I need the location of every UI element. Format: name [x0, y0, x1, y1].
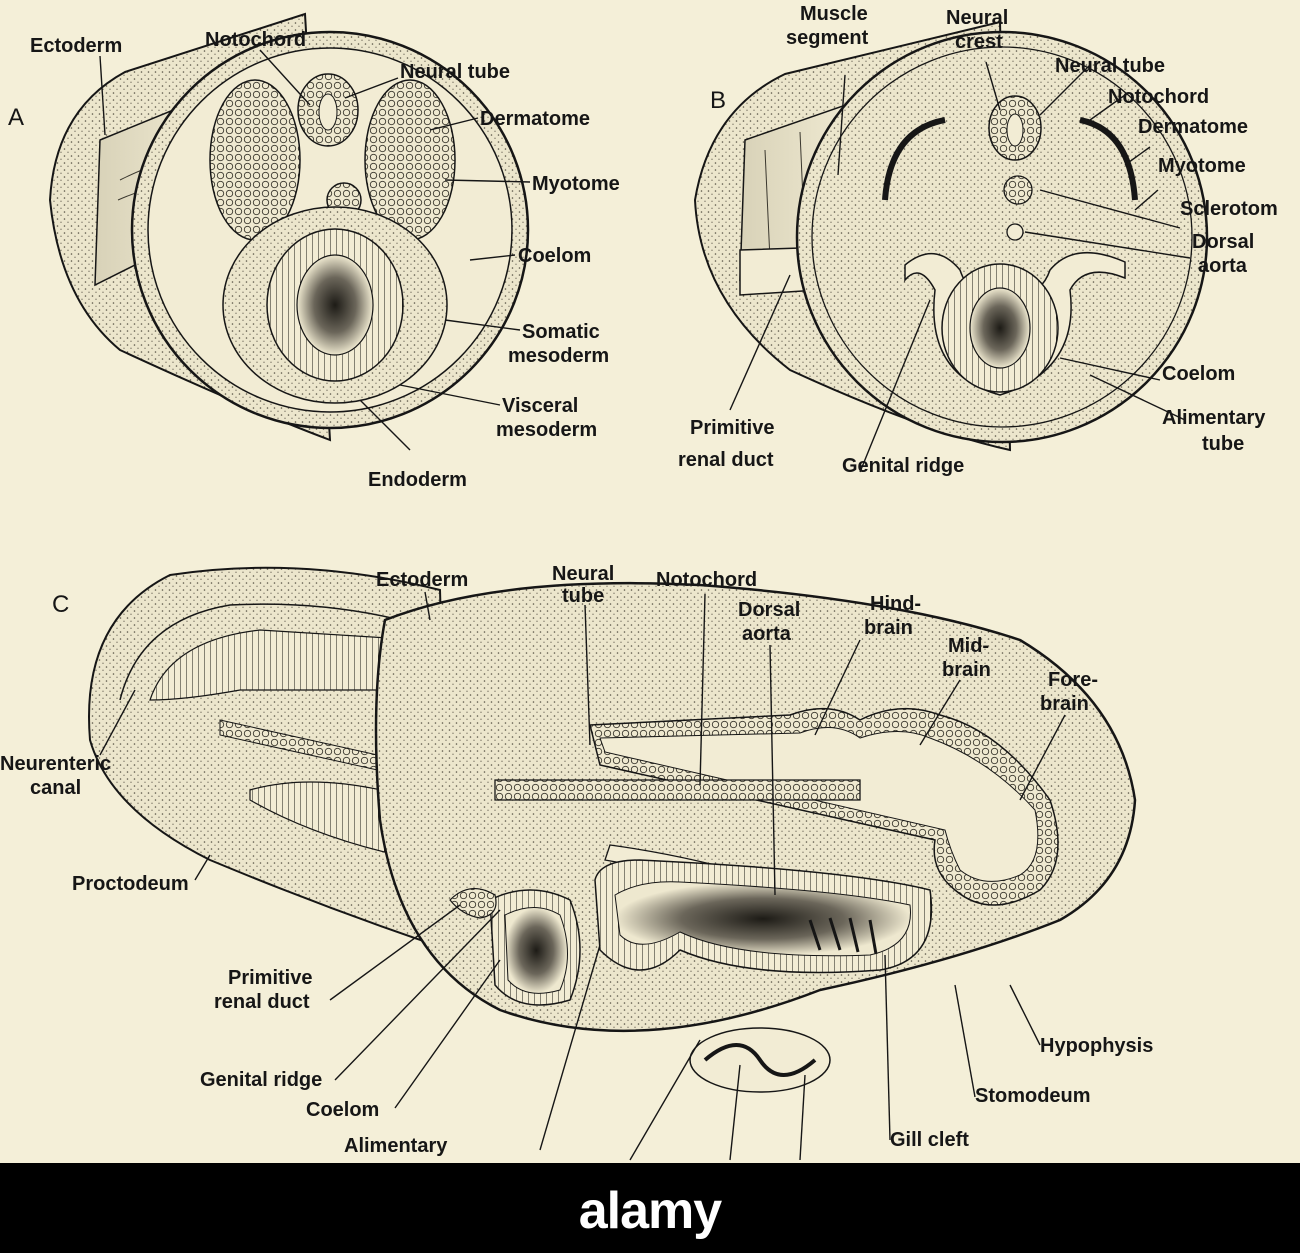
label-c-renal-2: renal duct [214, 991, 310, 1013]
label-b-sclerotome: Sclerotom [1180, 198, 1278, 220]
panel-a-drawing [48, 12, 530, 442]
label-c-alimentary: Alimentary [344, 1135, 448, 1157]
panel-a-letter: A [8, 104, 24, 131]
label-c-mid-1: Mid- [948, 635, 989, 657]
label-b-renal-1: Primitive [690, 417, 774, 439]
label-b-notochord: Notochord [1108, 86, 1209, 108]
panel-c-letter: C [52, 591, 69, 618]
label-a-visceral-1: Visceral [502, 395, 578, 417]
label-c-renal-1: Primitive [228, 967, 312, 989]
panel-c-drawing [88, 566, 1137, 1093]
label-b-myotome: Myotome [1158, 155, 1246, 177]
label-b-muscle-1: Muscle [800, 3, 868, 25]
label-c-genital-ridge: Genital ridge [200, 1069, 322, 1091]
label-a-visceral-2: mesoderm [496, 419, 597, 441]
label-c-ectoderm: Ectoderm [376, 569, 468, 591]
label-a-ectoderm: Ectoderm [30, 35, 122, 57]
label-c-neural-1: Neural [552, 563, 614, 585]
label-c-dorsal-2: aorta [742, 623, 792, 645]
label-c-coelom: Coelom [306, 1099, 379, 1121]
label-c-neurenteric-1: Neurenteric [0, 753, 111, 775]
label-a-somatic-1: Somatic [522, 321, 600, 343]
label-c-hypophysis: Hypophysis [1040, 1035, 1153, 1057]
label-c-fore-1: Fore- [1048, 669, 1098, 691]
label-a-notochord: Notochord [205, 29, 306, 51]
label-b-alimentary-2: tube [1202, 433, 1244, 455]
label-a-coelom: Coelom [518, 245, 591, 267]
label-c-mid-2: brain [942, 659, 991, 681]
label-c-hind-1: Hind- [870, 593, 921, 615]
label-c-stomodeum: Stomodeum [975, 1085, 1091, 1107]
label-b-muscle-2: segment [786, 27, 869, 49]
label-a-somatic-2: mesoderm [508, 345, 609, 367]
panel-b-drawing [693, 20, 1209, 452]
label-a-dermatome: Dermatome [480, 108, 590, 130]
label-b-renal-2: renal duct [678, 449, 774, 471]
label-b-neural-crest-2: crest [955, 31, 1003, 53]
label-c-neural-2: tube [562, 585, 604, 607]
label-b-genital-ridge: Genital ridge [842, 455, 964, 477]
label-a-endoderm: Endoderm [368, 469, 467, 491]
panel-b-letter: B [710, 87, 726, 114]
label-c-proctodeum: Proctodeum [72, 873, 189, 895]
label-c-gill-cleft: Gill cleft [890, 1129, 969, 1151]
leader-lines [99, 49, 1191, 1161]
label-b-dorsal-2: aorta [1198, 255, 1248, 277]
label-a-myotome: Myotome [532, 173, 620, 195]
label-c-hind-2: brain [864, 617, 913, 639]
watermark-logo: alamy [578, 1182, 722, 1240]
watermark-bar [0, 1163, 1300, 1253]
label-c-neurenteric-2: canal [30, 777, 81, 799]
label-a-neural-tube: Neural tube [400, 61, 510, 83]
label-b-alimentary-1: Alimentary [1162, 407, 1266, 429]
label-c-notochord: Notochord [656, 569, 757, 591]
label-b-dorsal-1: Dorsal [1192, 231, 1254, 253]
label-b-neural-tube: Neural tube [1055, 55, 1165, 77]
label-c-dorsal-1: Dorsal [738, 599, 800, 621]
label-b-dermatome: Dermatome [1138, 116, 1248, 138]
label-b-coelom: Coelom [1162, 363, 1235, 385]
label-c-fore-2: brain [1040, 693, 1089, 715]
label-b-neural-crest-1: Neural [946, 7, 1008, 29]
